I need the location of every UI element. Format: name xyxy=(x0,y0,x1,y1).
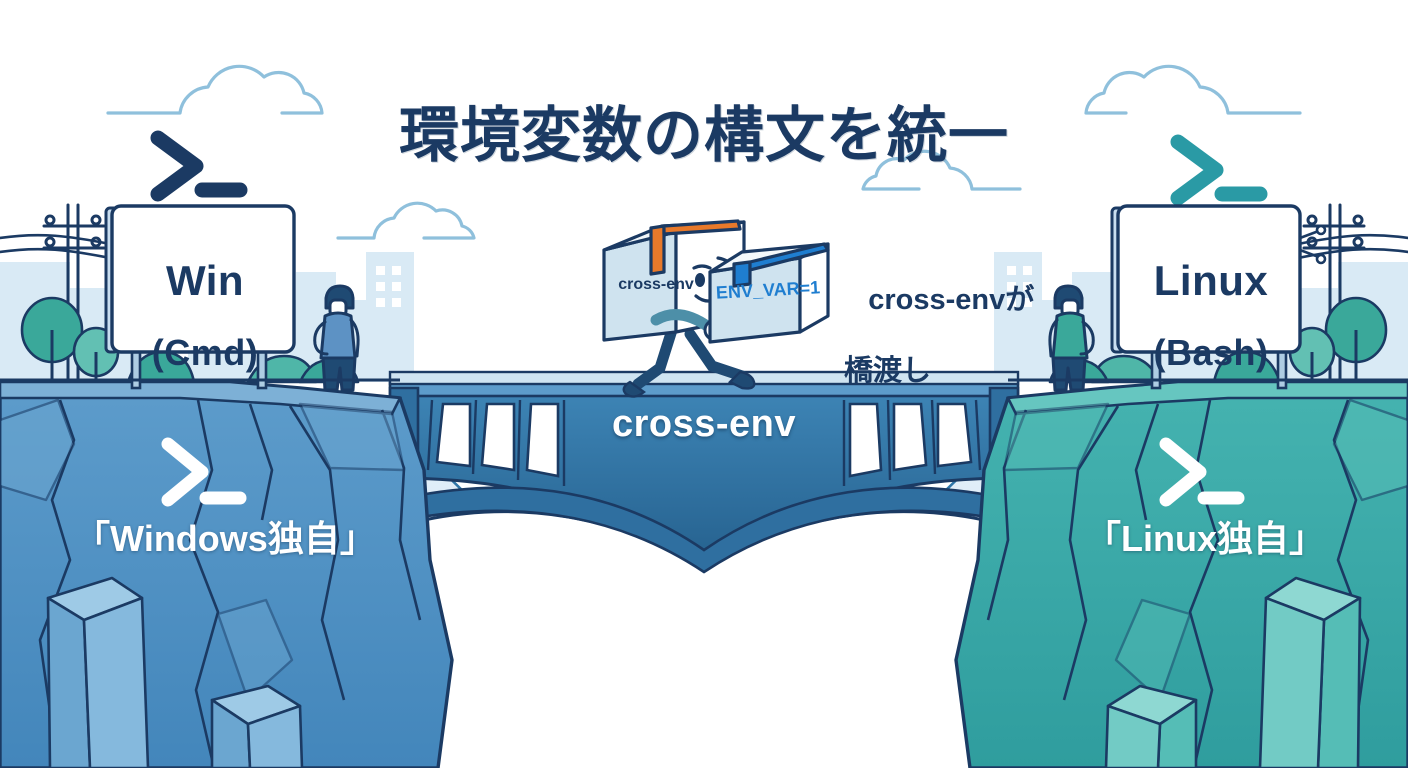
bridge-label: cross-env xyxy=(611,403,797,445)
bridge xyxy=(388,370,1020,768)
cloud-left-1 xyxy=(106,64,324,115)
eye-left-brow xyxy=(692,264,712,270)
signboard-left-name: Win xyxy=(165,256,245,304)
prompt-icon-top-left xyxy=(150,130,248,202)
cliff-right-label: 「Linux独自」 xyxy=(1085,518,1325,559)
annotation-line-2: 橋渡し xyxy=(844,355,932,388)
prompt-icon-cliff-left xyxy=(161,437,247,507)
box-big-label: cross-env xyxy=(618,276,694,293)
cliff-left xyxy=(0,380,454,768)
annotation-line-1: cross-envが xyxy=(868,284,1035,317)
signboard-right xyxy=(1110,204,1327,390)
box-small-tape-front xyxy=(732,260,752,288)
signboard-right-text: Linux (Bash) xyxy=(1118,225,1304,406)
cliff-left-label: 「Windows独自」 xyxy=(74,518,376,559)
box-big-tape-top xyxy=(662,219,742,236)
box-small-tape-top xyxy=(748,242,830,272)
cloud-right-2 xyxy=(861,149,1022,191)
signboard-right-shell: (Bash) xyxy=(1153,332,1269,374)
cliff-right xyxy=(954,380,1408,768)
person-left xyxy=(313,284,360,392)
prompt-icon-top-right xyxy=(1170,134,1268,206)
signboard-left-shell: (Cmd) xyxy=(151,332,259,374)
box-character xyxy=(602,219,830,398)
foliage-right xyxy=(1048,296,1388,384)
box-big-tape-front xyxy=(649,224,666,276)
annotation-text: cross-envが 橋渡し xyxy=(836,248,1036,460)
box-small xyxy=(708,242,830,344)
cloud-group xyxy=(106,64,1302,240)
signboard-left xyxy=(104,204,296,390)
box-character-foot-right xyxy=(727,370,756,390)
cloud-left-2 xyxy=(336,201,476,240)
prompt-icon-cliff-right xyxy=(1159,437,1245,507)
box-character-legs xyxy=(632,324,748,390)
box-character-foot-left xyxy=(622,380,646,398)
signboard-right-name: Linux xyxy=(1153,256,1269,304)
eye-left xyxy=(695,273,705,287)
page-title: 環境変数の構文を統一 xyxy=(399,102,1009,169)
cloud-right-1 xyxy=(1084,64,1302,115)
signboard-left-text: Win (Cmd) xyxy=(112,225,298,406)
